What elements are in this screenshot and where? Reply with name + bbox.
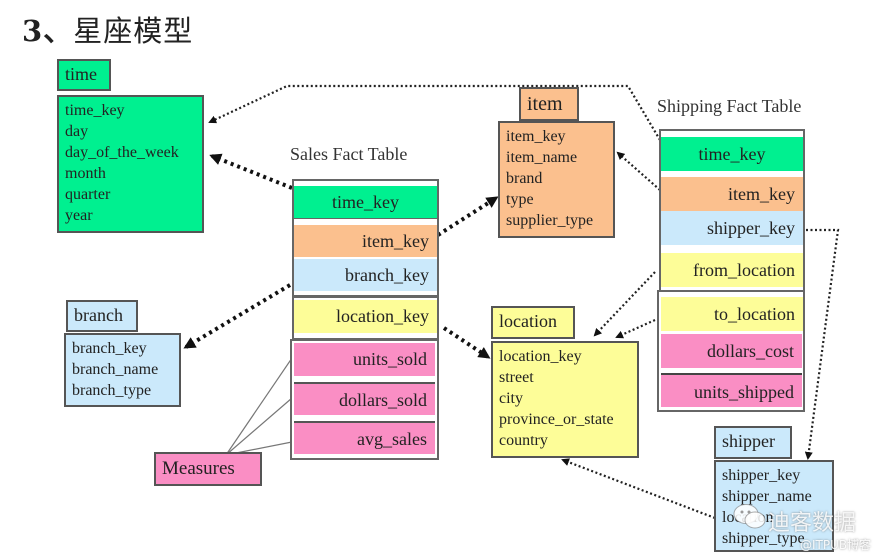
location-field: city	[499, 390, 523, 407]
item-table-header: item	[519, 87, 579, 121]
location-field: street	[499, 369, 534, 386]
sales-field-branch-key: branch_key	[294, 259, 437, 291]
shipper-field: shipper_name	[722, 488, 812, 505]
measures-label: Measures	[154, 452, 262, 486]
link-shipping-item	[616, 151, 661, 191]
time-field: day_of_the_week	[65, 144, 179, 161]
shipper-table-header: shipper	[714, 426, 792, 459]
link-sales-time	[209, 153, 293, 190]
item-field: type	[506, 191, 534, 208]
shipper-field: shipper_type	[722, 530, 805, 547]
sales-field-units-sold: units_sold	[294, 343, 435, 376]
sales-fact-title: Sales Fact Table	[290, 144, 408, 164]
location-table-header: location	[491, 306, 575, 339]
title-text: 星座模型	[73, 14, 194, 48]
shipping-field-from-location: from_location	[661, 253, 803, 287]
sales-field-item-key: item_key	[294, 225, 437, 257]
item-table: item_key item_name brand type supplier_t…	[498, 121, 615, 238]
location-field: province_or_state	[499, 411, 614, 428]
branch-field: branch_type	[72, 382, 152, 399]
sales-field-location-key: location_key	[294, 300, 437, 333]
link-shipping-to-location	[615, 318, 656, 339]
watermark-source: @ITPUB博客	[800, 538, 872, 552]
measures-line-dollars	[225, 397, 293, 456]
branch-table-header: branch	[66, 300, 138, 332]
link-sales-item	[436, 196, 499, 237]
shipping-field-shipper-key: shipper_key	[661, 211, 803, 245]
item-field: supplier_type	[506, 212, 594, 229]
link-shipping-shipper	[804, 228, 840, 460]
sales-field-avg-sales: avg_sales	[294, 421, 435, 454]
shipping-field-units-shipped: units_shipped	[661, 373, 802, 407]
shipper-field: shipper_key	[722, 467, 801, 484]
sales-field-time-key: time_key	[294, 186, 437, 218]
location-field: location_key	[499, 348, 582, 365]
branch-field: branch_name	[72, 361, 159, 378]
shipping-field-to-location: to_location	[661, 297, 803, 331]
shipping-field-item-key: item_key	[661, 177, 803, 211]
shipping-field-time-key: time_key	[661, 137, 803, 171]
time-field: year	[65, 207, 93, 224]
sales-field-dollars-sold: dollars_sold	[294, 382, 435, 415]
time-field: quarter	[65, 186, 111, 203]
title-number: 3、	[22, 14, 74, 48]
location-field: country	[499, 432, 548, 449]
time-field: day	[65, 123, 89, 140]
link-shipping-time	[208, 84, 661, 141]
time-field: time_key	[65, 102, 125, 119]
branch-field: branch_key	[72, 340, 147, 357]
item-field: item_name	[506, 149, 578, 166]
watermark-brand: 迪客数据	[768, 511, 857, 536]
link-sales-branch	[183, 283, 292, 349]
item-field: item_key	[506, 128, 566, 145]
item-field: brand	[506, 170, 543, 187]
time-field: month	[65, 165, 106, 182]
shipping-field-dollars-cost: dollars_cost	[661, 334, 802, 368]
link-shipping-from-location	[593, 271, 656, 337]
page-title: 3、星座模型	[22, 8, 193, 50]
time-table: time_key day day_of_the_week month quart…	[57, 95, 204, 233]
link-shipper-location	[561, 458, 716, 520]
shipping-fact-title: Shipping Fact Table	[657, 96, 802, 116]
branch-table: branch_key branch_name branch_type	[64, 333, 181, 407]
measures-line-units	[225, 357, 293, 456]
time-table-header: time	[57, 59, 111, 91]
location-table: location_key street city province_or_sta…	[491, 341, 639, 458]
link-sales-location	[442, 326, 491, 359]
wechat-icon	[733, 504, 766, 529]
